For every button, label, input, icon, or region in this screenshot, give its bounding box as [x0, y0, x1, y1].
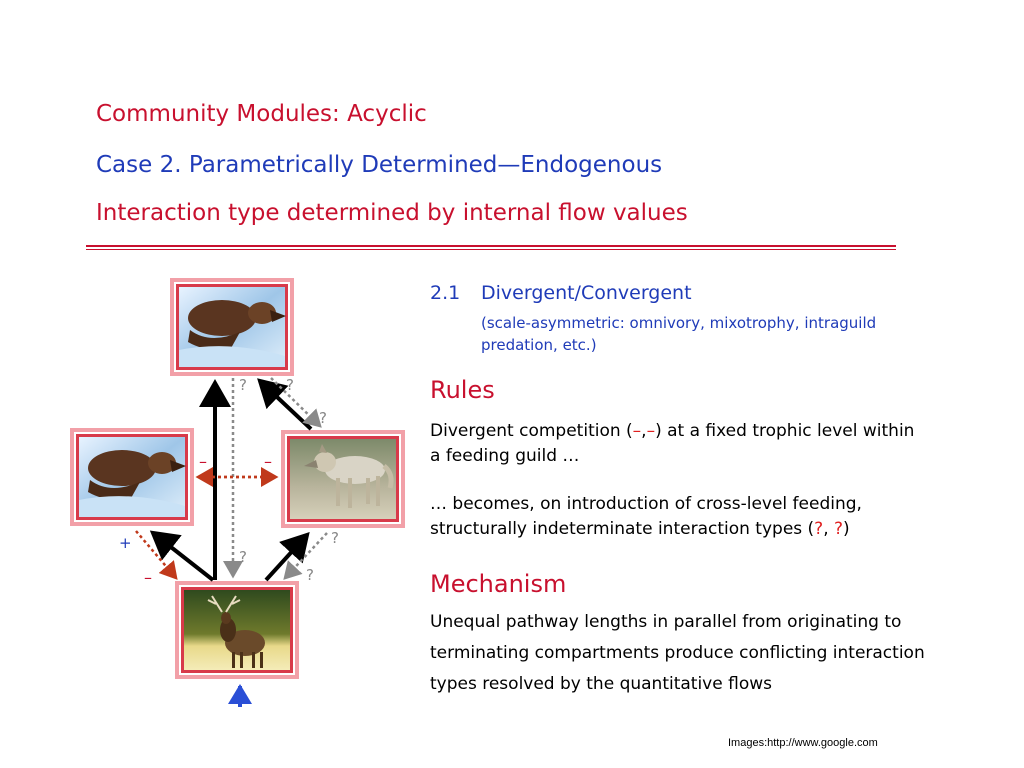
dotted-wolf-to-elk: [283, 532, 328, 580]
arrow-elk-to-left-bear: [149, 530, 215, 582]
label-q-top-left: ?: [239, 376, 247, 394]
section-title: Divergent/Convergent: [481, 282, 692, 304]
label-minus-bottom-left: –: [144, 568, 152, 587]
slide-title: Community Modules: Acyclic: [96, 101, 427, 127]
mechanism-heading: Mechanism: [430, 570, 567, 598]
section-note: (scale-asymmetric: omnivory, mixotrophy,…: [481, 314, 877, 354]
arrow-elk-to-wolf: [264, 532, 310, 582]
top-bear-image: [170, 278, 294, 376]
label-plus-left: +: [119, 534, 132, 552]
rules-paragraph-2: … becomes, on introduction of cross-leve…: [430, 494, 862, 539]
dotted-left-bear-to-elk: [135, 530, 178, 580]
wolf-image: [281, 430, 405, 528]
case-heading: Case 2. Parametrically Determined—Endoge…: [96, 152, 663, 178]
title-divider-thin: [86, 249, 896, 250]
rules-paragraph-1: Divergent competition (–,–) at a fixed t…: [430, 421, 915, 466]
section-number: 2.1: [430, 282, 461, 304]
slide-subtitle: Interaction type determined by internal …: [96, 200, 688, 226]
label-minus-left: –: [199, 452, 207, 471]
mechanism-text: Unequal pathway lengths in parallel from…: [430, 612, 925, 694]
label-minus-right: –: [264, 452, 272, 471]
label-q-elk-right: ?: [306, 566, 314, 584]
label-q-center: ?: [239, 548, 247, 566]
title-divider-thick: [86, 245, 896, 247]
dotted-top-bear-to-wolf: [270, 377, 322, 428]
image-credit: Images:http://www.google.com: [728, 737, 878, 749]
rules-heading: Rules: [430, 376, 495, 404]
label-q-wolf-top: ?: [319, 409, 327, 427]
elk-image: [175, 581, 299, 679]
label-q-top-right: ?: [286, 376, 294, 394]
left-bear-image: [70, 428, 194, 526]
label-q-wolf-bottom: ?: [331, 529, 339, 547]
